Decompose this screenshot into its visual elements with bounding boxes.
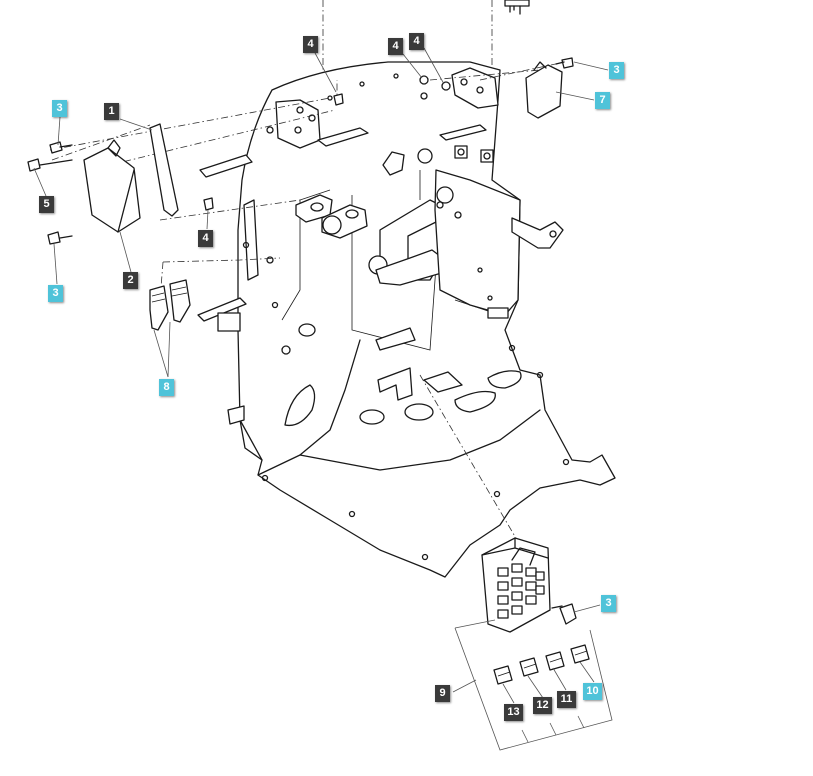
callout-8: 8	[159, 379, 174, 396]
callout-4: 4	[388, 38, 403, 55]
part-8-connectors	[149, 279, 191, 331]
frame-brackets	[197, 67, 570, 561]
screws	[27, 57, 574, 245]
fuse-set-bracket	[454, 619, 613, 751]
callout-7: 7	[595, 92, 610, 109]
callout-3: 3	[601, 595, 616, 612]
callout-4: 4	[198, 230, 213, 247]
part-1-bracket	[149, 123, 179, 217]
callout-11: 11	[557, 691, 576, 708]
callout-4: 4	[409, 33, 424, 50]
callout-4: 4	[303, 36, 318, 53]
assembly-lines-top	[322, 0, 493, 75]
callout-3: 3	[48, 285, 63, 302]
callout-3: 3	[52, 100, 67, 117]
part-7-relay	[525, 61, 563, 119]
part-2-module	[83, 139, 141, 233]
callout-5: 5	[39, 196, 54, 213]
part-9-fuse-box	[481, 537, 577, 633]
top-right-fitting	[504, 0, 530, 15]
callout-12: 12	[533, 697, 552, 714]
callout-10: 10	[583, 683, 602, 700]
leader-lines	[33, 47, 609, 704]
callout-3: 3	[609, 62, 624, 79]
callout-9: 9	[435, 685, 450, 702]
assembly-lines	[49, 61, 566, 546]
callout-13: 13	[504, 704, 523, 721]
callout-1: 1	[104, 103, 119, 120]
fuses	[493, 644, 590, 685]
callout-2: 2	[123, 272, 138, 289]
